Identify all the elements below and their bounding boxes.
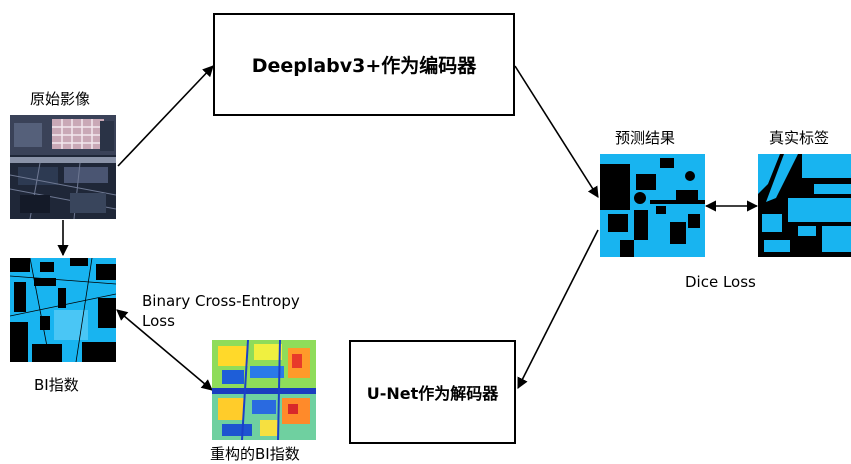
bi-index-image: [10, 258, 116, 362]
bce-loss-label: Binary Cross-Entropy Loss: [142, 291, 300, 331]
ground-truth-label: 真实标签: [769, 129, 830, 147]
decoder-box: U-Net作为解码器: [349, 340, 516, 444]
bce-loss-line2: Loss: [142, 312, 175, 330]
original-image-label: 原始影像: [30, 90, 91, 108]
prediction-label: 预测结果: [615, 129, 676, 147]
original-satellite-image: [10, 115, 116, 219]
bce-loss-line1: Binary Cross-Entropy: [142, 292, 300, 310]
decoder-label: U-Net作为解码器: [366, 384, 499, 403]
reconstructed-bi-heatmap: [212, 340, 316, 440]
ground-truth-image: [758, 154, 851, 257]
encoder-box: Deeplabv3+作为编码器: [213, 13, 515, 116]
bi-index-label: BI指数: [34, 376, 79, 394]
arrow-prediction-to-decoder: [517, 229, 599, 389]
arrow-image-to-encoder: [117, 65, 214, 167]
dice-loss-label: Dice Loss: [685, 273, 756, 291]
prediction-result-image: [600, 154, 705, 257]
arrow-bce-loss: [116, 309, 213, 391]
encoder-label: Deeplabv3+作为编码器: [251, 55, 477, 77]
arrow-encoder-to-prediction: [514, 65, 599, 198]
reconstructed-bi-label: 重构的BI指数: [210, 445, 300, 463]
